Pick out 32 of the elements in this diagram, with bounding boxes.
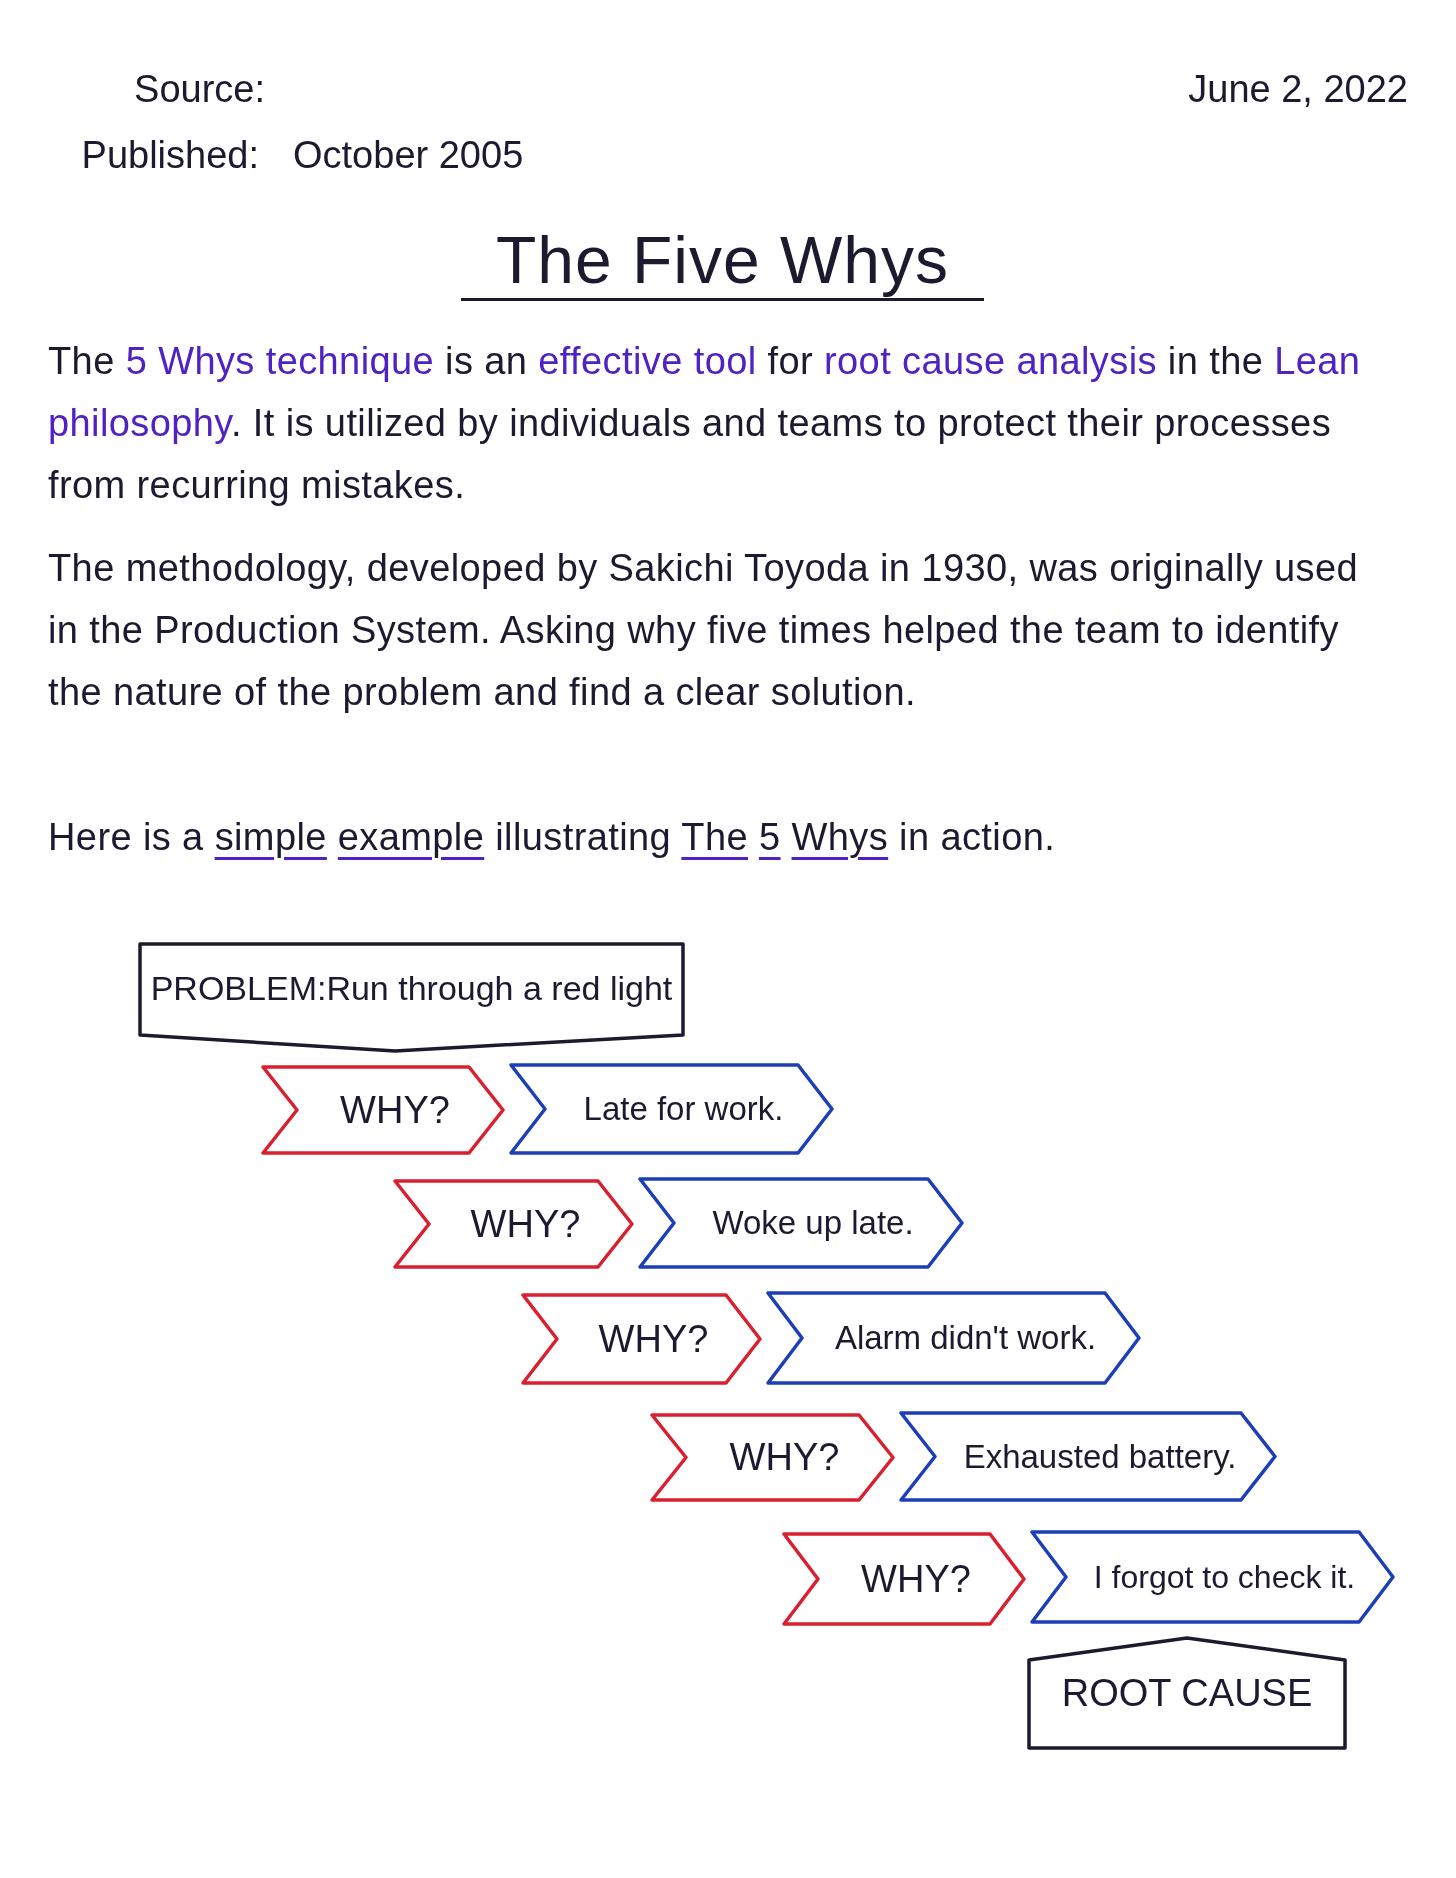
answer-text: Exhausted battery. (963, 1437, 1237, 1476)
root-cause-label: ROOT CAUSE (1061, 1671, 1313, 1715)
problem-statement: PROBLEM:Run through a red light (150, 969, 673, 1008)
answer-step (766, 1291, 1141, 1385)
why-question: WHY? (598, 1317, 709, 1361)
date-text: June 2, 2022 (1188, 67, 1408, 112)
answer-step (638, 1177, 964, 1269)
why-question: WHY? (470, 1202, 581, 1246)
why-question: WHY? (861, 1557, 971, 1601)
answer-text: Alarm didn't work. (834, 1319, 1097, 1357)
published-label: Published: (80, 133, 259, 178)
source-label: Source: (133, 67, 265, 112)
why-step (650, 1413, 895, 1502)
answer-text: Late for work. (583, 1090, 784, 1128)
root-cause-tag (1027, 1636, 1347, 1750)
intro-paragraph: The 5 Whys technique is an effective tool for root cause analysis in the Lean philosophy. It is utilized by individuals and teams to protect their processes from recurring mistakes. (48, 339, 1362, 508)
problem-banner (138, 942, 685, 1053)
why-step (393, 1179, 634, 1269)
answer-text: I forgot to check it. (1093, 1558, 1356, 1596)
example-sentence: Here is a simple example illustrating The 5 Whys in action. (48, 815, 1057, 860)
page-title: The Five Whys (461, 222, 984, 301)
why-step (521, 1293, 762, 1385)
answer-step (509, 1063, 834, 1155)
why-question: WHY? (340, 1088, 450, 1132)
answer-step (1030, 1530, 1395, 1624)
why-question: WHY? (729, 1436, 840, 1479)
why-step (261, 1065, 505, 1155)
answer-step (899, 1411, 1277, 1502)
publication-date: October 2005 (293, 133, 524, 178)
why-step (782, 1532, 1026, 1626)
history-paragraph: The methodology, developed by Sakichi Toyoda in 1930, was originally used in the Production System. Asking why five times helped the team to identify the nature of the problem and find a clear solution. (48, 546, 1360, 715)
answer-text: Woke up late. (712, 1204, 914, 1242)
